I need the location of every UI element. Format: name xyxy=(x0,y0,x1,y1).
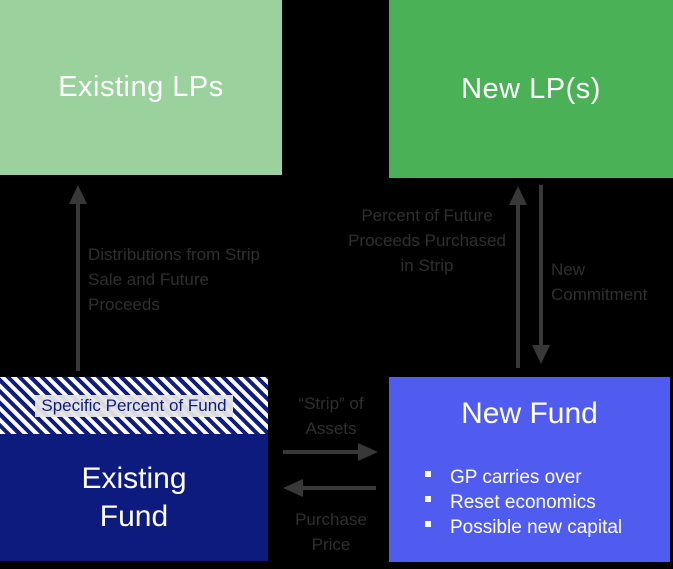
existing-lps-box: Existing LPs xyxy=(0,0,282,175)
percent-proceeds-up-arrow xyxy=(509,186,527,368)
new-commitment-down-arrow xyxy=(532,185,550,364)
percent-of-future-proceeds-label: Percent of Future Proceeds Purchased in … xyxy=(348,206,506,275)
specific-percent-label: Specific Percent of Fund xyxy=(35,394,233,417)
strip-of-assets-right-arrow xyxy=(283,443,378,461)
new-fund-title: New Fund xyxy=(461,397,598,430)
new-lps-box: New LP(s) xyxy=(389,0,673,178)
new-fund-box: New Fund GP carries over Reset economics… xyxy=(389,377,670,562)
bullet-text: Reset economics xyxy=(450,492,596,513)
existing-lps-title: Existing LPs xyxy=(58,71,224,103)
distributions-up-arrow xyxy=(69,185,87,371)
square-bullet-icon xyxy=(425,470,431,477)
square-bullet-icon xyxy=(425,495,431,502)
list-item: Possible new capital xyxy=(425,515,622,540)
distributions-label: Distributions from Strip Sale and Future… xyxy=(88,245,260,314)
purchase-price-left-arrow xyxy=(283,479,376,497)
new-lps-title: New LP(s) xyxy=(461,72,601,105)
existing-fund-title: Existing Fund xyxy=(81,461,187,533)
new-fund-bullet-list: GP carries over Reset economics Possible… xyxy=(425,465,622,540)
existing-fund-box: Specific Percent of Fund Existing Fund xyxy=(0,377,268,561)
bullet-text: Possible new capital xyxy=(450,517,623,538)
specific-percent-hatch-band: Specific Percent of Fund xyxy=(0,377,268,434)
new-commitment-label: New Commitment xyxy=(551,260,648,304)
list-item: GP carries over xyxy=(425,465,622,490)
square-bullet-icon xyxy=(425,520,431,527)
list-item: Reset economics xyxy=(425,490,622,515)
purchase-price-label: Purchase Price xyxy=(295,510,367,554)
bullet-text: GP carries over xyxy=(450,467,582,488)
strip-of-assets-label: “Strip” of Assets xyxy=(298,394,364,438)
